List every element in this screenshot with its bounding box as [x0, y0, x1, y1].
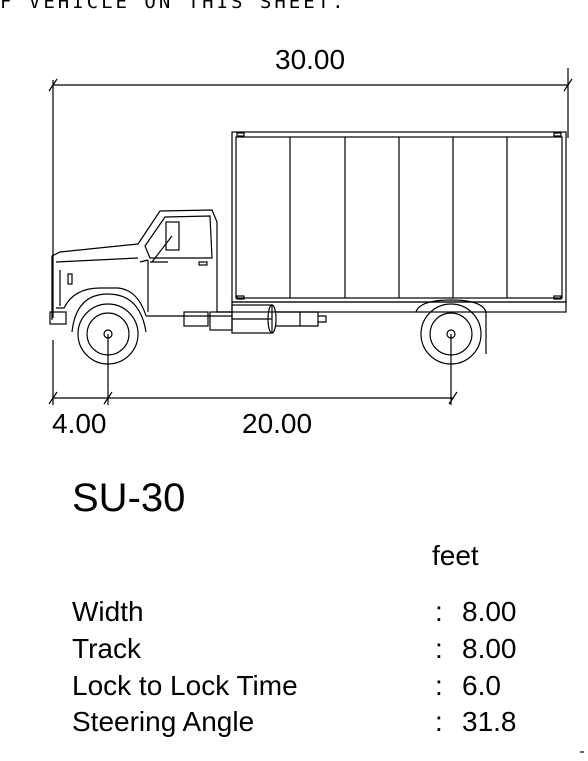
- front-wheel: [71, 293, 147, 365]
- spec-colon: :: [435, 706, 443, 737]
- cargo-box: [231, 131, 567, 313]
- axle-dimension-lines: [48, 334, 458, 405]
- spec-label-track: Track: [72, 633, 141, 664]
- fuel-tank: [231, 304, 327, 334]
- spec-value-steering-angle: 31.8: [462, 706, 517, 737]
- spec-colon: :: [435, 633, 443, 664]
- front-overhang-label: 4.00: [52, 408, 107, 439]
- spec-label-lock-time: Lock to Lock Time: [72, 670, 298, 701]
- units-label: feet: [432, 540, 479, 571]
- spec-label-width: Width: [72, 596, 144, 627]
- spec-value-lock-time: 6.0: [462, 670, 501, 701]
- spec-value-track: 8.00: [462, 633, 517, 664]
- header-note: F VEHICLE ON THIS SHEET.: [0, 0, 347, 13]
- vehicle-name: SU-30: [72, 476, 186, 520]
- spec-label-steering-angle: Steering Angle: [72, 706, 255, 737]
- spec-value-width: 8.00: [462, 596, 517, 627]
- wheelbase-label: 20.00: [242, 408, 313, 439]
- spec-colon: :: [435, 596, 443, 627]
- overall-length-dimension-line: [48, 68, 573, 318]
- cab: [49, 209, 233, 331]
- overall-length-label: 30.00: [275, 44, 346, 75]
- spec-colon: :: [435, 670, 443, 701]
